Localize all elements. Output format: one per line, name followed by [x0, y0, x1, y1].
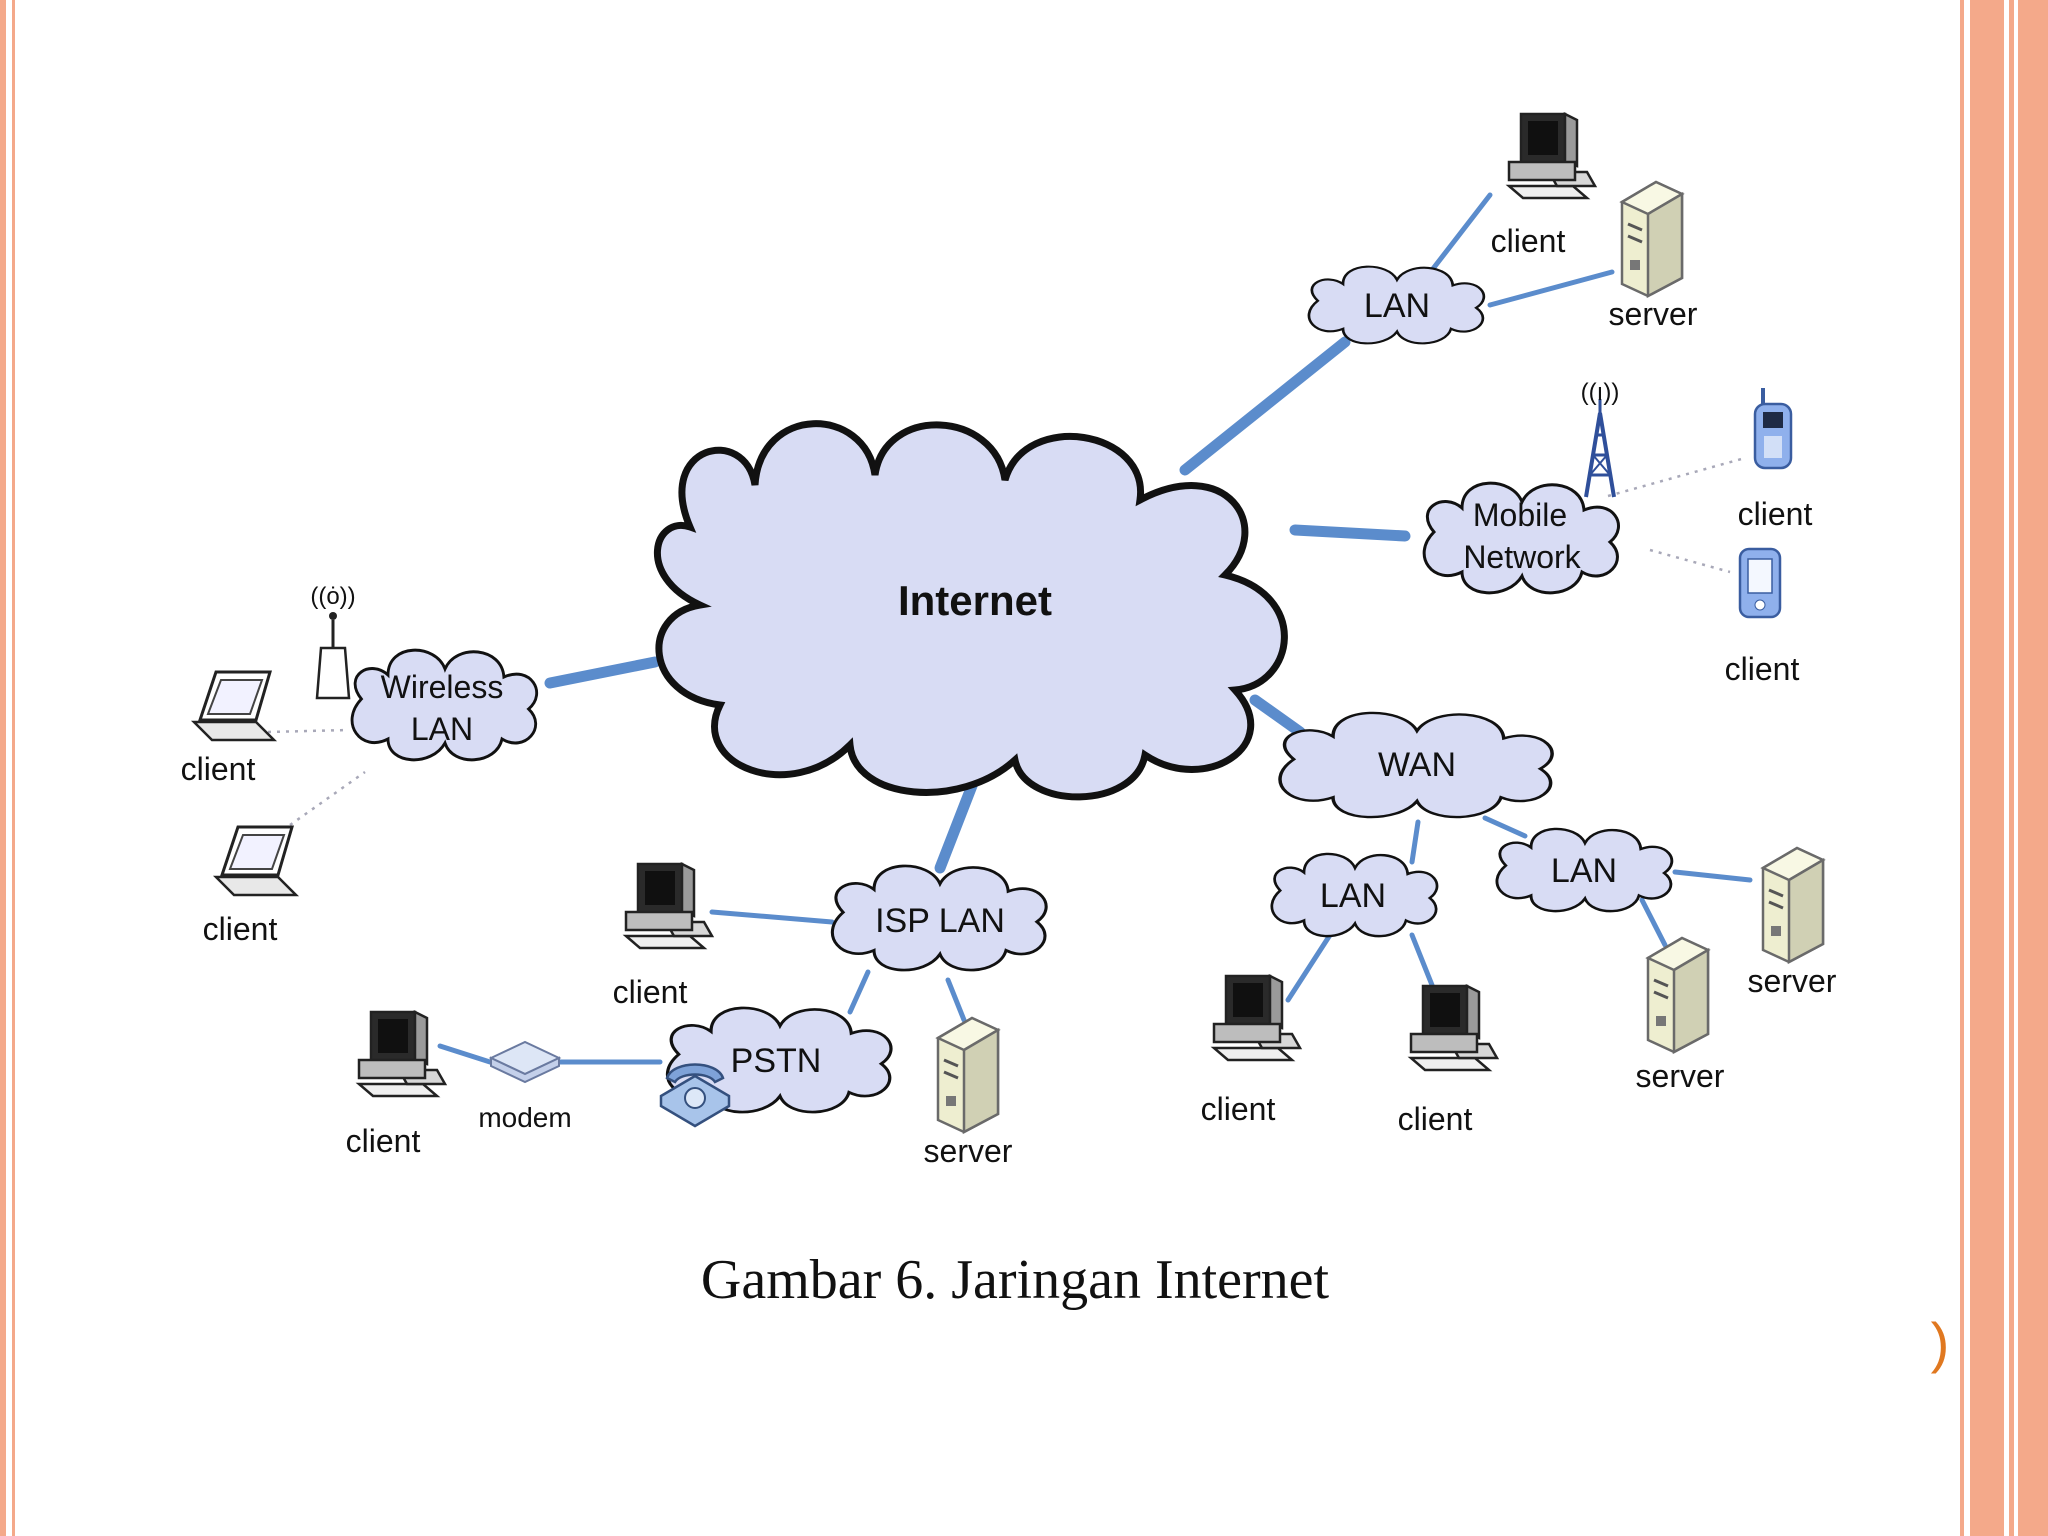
link-isp-client: [709, 909, 835, 925]
wireless-client-2-label: client: [203, 911, 278, 947]
link-internet-wan: [1249, 694, 1306, 738]
link-lan-client: [1429, 192, 1493, 273]
wireless-client-1-label: client: [181, 751, 256, 787]
antenna-signal-icon: ((ı)): [1581, 379, 1620, 406]
link-lan-server: [1487, 269, 1615, 308]
isp-server-label: server: [924, 1133, 1013, 1169]
link-wan-lan-right: [1482, 815, 1528, 839]
server-tower-icon: [936, 1016, 1000, 1134]
link-internet-mobile: [1289, 524, 1411, 542]
page-mark: ): [1931, 1311, 1950, 1374]
desktop-computer-icon: [1212, 974, 1302, 1062]
link-internet-wireless: [544, 656, 661, 689]
link-internet-lan: [1179, 336, 1351, 476]
desktop-computer-icon: [357, 1010, 447, 1098]
lan-top-server-label: server: [1609, 296, 1698, 332]
link-lan-right-server2: [1639, 897, 1668, 948]
wireless-lan-label-1: Wireless: [381, 669, 504, 705]
telephone-icon: [659, 1063, 731, 1128]
link-isp-server: [945, 977, 967, 1023]
wireless-dotted-links: [267, 456, 1746, 827]
wan-right-server-2-label: server: [1636, 1058, 1725, 1094]
desktop-computer-icon: [624, 862, 714, 950]
wan-left-client-1-label: client: [1201, 1091, 1276, 1127]
desktop-computer-icon: [1409, 984, 1499, 1072]
laptop-icon: [192, 670, 276, 742]
figure-caption: Gambar 6. Jaringan Internet: [701, 1249, 1330, 1311]
pstn-client-label: client: [346, 1123, 421, 1159]
wireless-lan-label-2: LAN: [411, 711, 473, 747]
router-signal-icon: ((ȯ)): [310, 583, 355, 610]
server-tower-icon: [1761, 846, 1825, 964]
wireless-router-icon: [315, 610, 351, 700]
lan-wan-right-label: LAN: [1551, 852, 1617, 890]
server-tower-icon: [1646, 936, 1710, 1054]
lan-wan-left-label: LAN: [1320, 877, 1386, 915]
left-slide-border: [0, 0, 15, 1536]
link-lan-right-server1: [1672, 869, 1753, 883]
pstn-modem-label: modem: [478, 1102, 571, 1133]
laptop-icon: [214, 825, 298, 897]
mobile-client-1-label: client: [1738, 496, 1813, 532]
link-internet-isp: [934, 772, 981, 874]
isp-client-label: client: [613, 974, 688, 1010]
pstn-label: PSTN: [731, 1042, 822, 1080]
pda-icon: [1738, 547, 1782, 619]
mobile-network-label-2: Network: [1463, 539, 1581, 575]
mobile-network-label-1: Mobile: [1473, 497, 1567, 533]
modem-icon: [490, 1041, 560, 1083]
right-slide-border: [1960, 0, 2048, 1536]
desktop-computer-icon: [1507, 112, 1597, 200]
link-lines: [437, 192, 1753, 1065]
link-lan-left-client1: [1285, 932, 1333, 1003]
link-lan-left-client2: [1409, 932, 1435, 988]
link-isp-pstn: [847, 969, 871, 1015]
lan-top-client-label: client: [1491, 223, 1566, 259]
lan-top-label: LAN: [1364, 287, 1430, 325]
wan-left-client-2-label: client: [1398, 1101, 1473, 1137]
link-client-modem: [437, 1043, 493, 1065]
isp-lan-label: ISP LAN: [875, 902, 1005, 940]
mobile-phone-icon: [1753, 386, 1793, 470]
mobile-client-2-label: client: [1725, 651, 1800, 687]
server-tower-icon: [1620, 180, 1684, 298]
wan-label: WAN: [1378, 746, 1456, 784]
internet-label: Internet: [898, 577, 1052, 624]
cell-tower-icon: [1584, 397, 1616, 499]
link-wan-lan-left: [1409, 819, 1421, 865]
wan-right-server-1-label: server: [1748, 963, 1837, 999]
